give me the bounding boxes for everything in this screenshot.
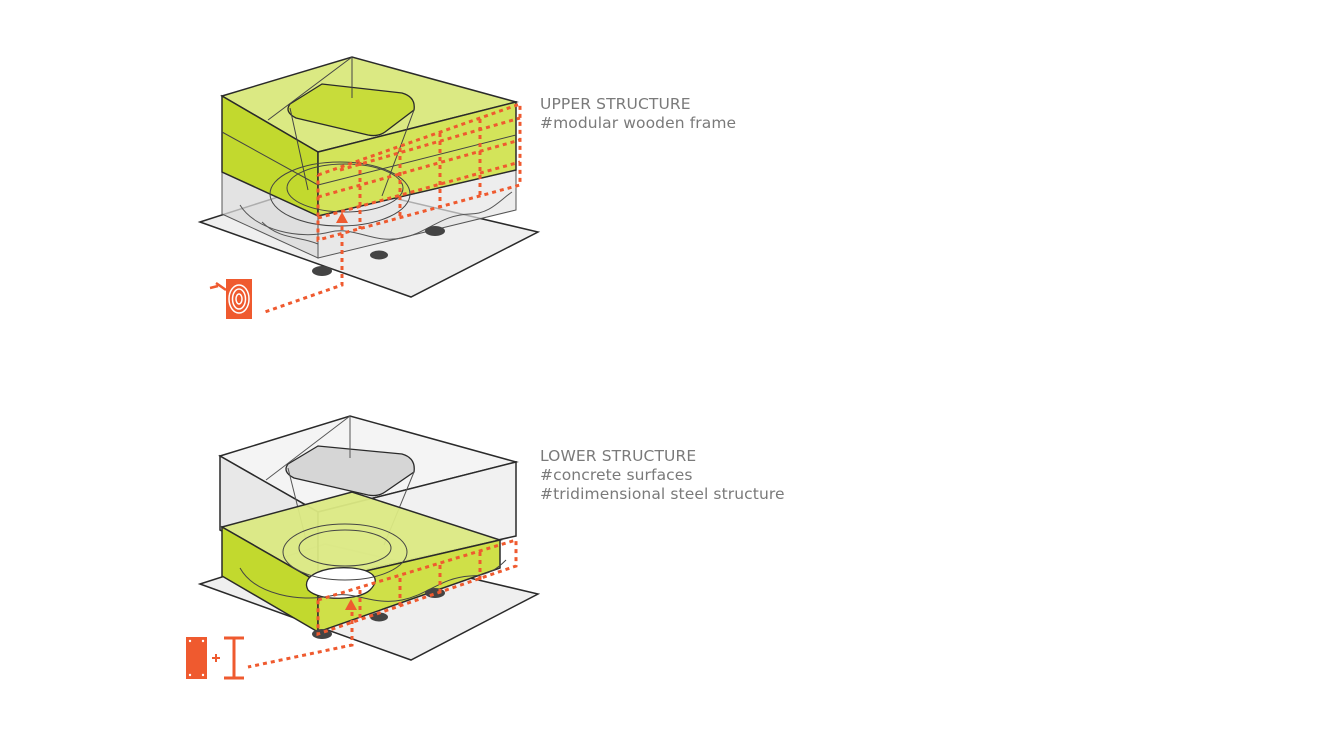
i-beam-icon — [224, 636, 244, 680]
steel-plate-icon — [186, 637, 207, 679]
upper-courtyard-opening — [287, 83, 415, 137]
lower-structure-title: LOWER STRUCTURE — [540, 447, 697, 465]
lower-frame-arrow — [345, 599, 357, 610]
plus-icon — [212, 654, 220, 662]
lower-structure-tag-concrete: #concrete surfaces — [540, 466, 693, 484]
lower-foot-3 — [425, 588, 445, 598]
lower-frame-outline — [316, 537, 518, 637]
lower-structure-diagram — [186, 415, 541, 680]
lower-slab-right — [317, 539, 501, 634]
lower-structure-tag-steel: #tridimensional steel structure — [540, 485, 785, 503]
lower-structure-label: LOWER STRUCTURE #concrete surfaces #trid… — [540, 447, 785, 504]
upper-foot-2 — [370, 250, 388, 260]
wood-log-icon — [209, 279, 252, 319]
upper-structure-diagram — [197, 56, 541, 319]
upper-volume-right — [317, 101, 517, 217]
upper-structure-title: UPPER STRUCTURE — [540, 95, 691, 113]
upper-frame-arrow — [336, 212, 348, 223]
lower-slab-opening — [305, 567, 376, 599]
upper-structure-tag: #modular wooden frame — [540, 114, 737, 132]
lower-courtyard-opening — [285, 445, 415, 497]
upper-foot-3 — [425, 226, 445, 236]
lower-foot-1 — [312, 629, 332, 639]
lower-foot-2 — [370, 612, 388, 622]
upper-structure-label: UPPER STRUCTURE #modular wooden frame — [540, 95, 736, 133]
upper-foot-1 — [312, 266, 332, 276]
